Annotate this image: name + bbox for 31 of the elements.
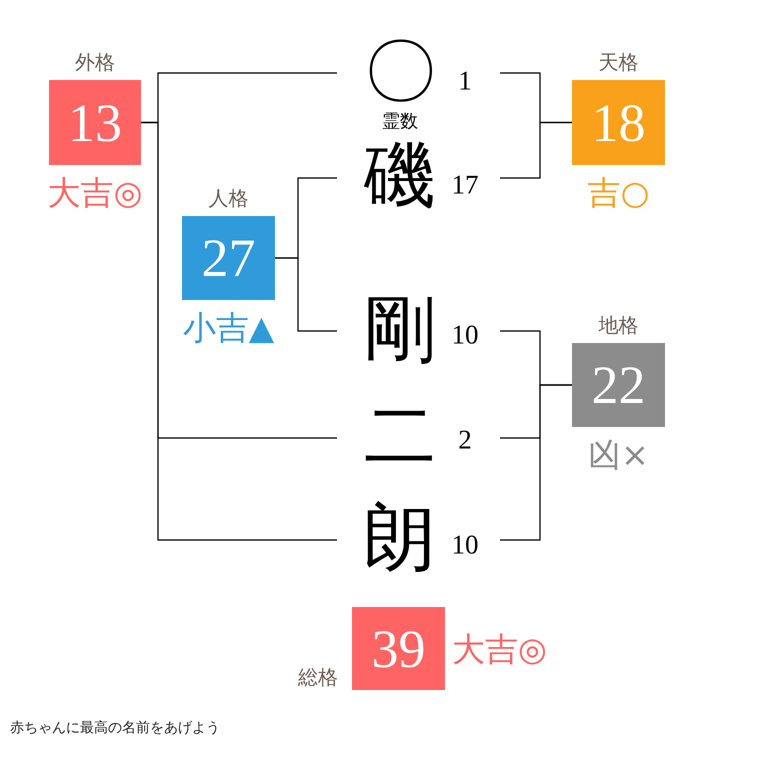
- score-number: 39: [372, 622, 426, 676]
- fortune-label: 大吉◎: [452, 632, 547, 665]
- stroke-count: 10: [452, 532, 478, 558]
- fortune-label: 大吉◎: [48, 176, 142, 209]
- name-character: 朗: [364, 502, 436, 574]
- tagline: 赤ちゃんに最高の名前をあげよう: [10, 721, 220, 735]
- name-character: 二: [364, 400, 436, 472]
- fortune-label: 凶×: [588, 438, 649, 471]
- bracket-line: [500, 122, 572, 179]
- placeholder-caption: 霊数: [382, 112, 418, 130]
- category-label: 外格: [75, 52, 115, 72]
- score-number: 22: [592, 358, 646, 412]
- stroke-count: 17: [452, 172, 478, 198]
- bracket-line: [275, 257, 337, 332]
- name-character: 剛: [364, 294, 436, 366]
- category-label: 地格: [598, 315, 638, 335]
- score-number: 27: [202, 231, 256, 285]
- score-number: 18: [592, 96, 646, 150]
- name-character: 〇: [364, 36, 436, 108]
- stroke-count: 1: [458, 68, 472, 94]
- stroke-count: 2: [458, 426, 472, 454]
- name-character: 磯: [364, 140, 436, 212]
- fortune-label: 小吉▲: [182, 311, 274, 344]
- bracket-line: [141, 122, 337, 541]
- category-label: 人格: [208, 188, 248, 208]
- category-label: 総格: [298, 667, 338, 687]
- bracket-line: [500, 384, 572, 541]
- fortune-label: 吉○: [588, 176, 650, 209]
- stroke-count: 10: [452, 322, 478, 348]
- category-label: 天格: [598, 52, 638, 72]
- score-number: 13: [68, 96, 122, 150]
